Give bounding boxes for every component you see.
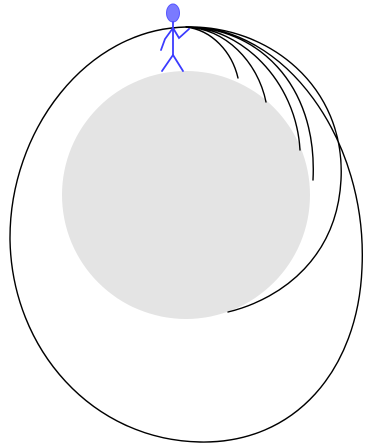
figure-left-leg <box>162 55 173 71</box>
figure-head <box>167 4 180 22</box>
figure-right-leg <box>173 55 183 71</box>
figure-right-arm <box>173 28 189 38</box>
planet <box>62 71 310 319</box>
stick-figure <box>161 4 189 71</box>
figure-left-arm <box>161 28 173 50</box>
